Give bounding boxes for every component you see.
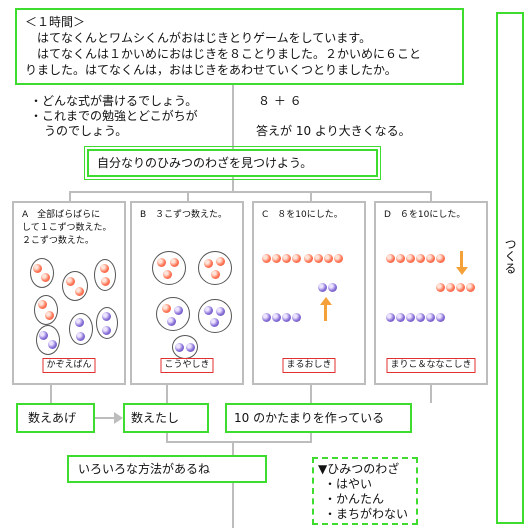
panel-a-group-3 (94, 259, 116, 291)
connector-c-down (310, 385, 312, 403)
panel-c-moved-chip-1 (318, 283, 327, 292)
panel-c-title: C ８を10にした。 (262, 209, 343, 222)
panel-b-label: こうやしき (160, 358, 214, 373)
secret-item-1: ・はやい (324, 477, 373, 491)
panel-a-label: かぞえばん (42, 358, 96, 373)
question-1: ・どんな式が書けるでしょう。 (30, 94, 198, 108)
panel-b-group-2 (198, 251, 232, 285)
secret-box: ▼ひみつのわざ ・はやい ・かんたん ・まちがわない (312, 457, 418, 525)
connector-panel-b-drop (187, 191, 189, 201)
secret-item-3: ・まちがわない (324, 507, 409, 521)
panel-a-group-7 (96, 307, 118, 339)
panel-a-group-2 (62, 271, 88, 301)
panel-a-title-line-2: して１こずつ数えた。 (22, 223, 112, 233)
panel-c-label: まるおしき (282, 358, 336, 373)
panel-b-group-1 (152, 251, 186, 285)
panel-b: B ３こずつ数えた。 こうやしき (130, 201, 244, 385)
panel-d-title: D ６を10にした。 (384, 209, 465, 222)
panel-b-group-4 (198, 299, 232, 333)
connector-a-down (50, 385, 52, 403)
panel-d-down-arrow-head (456, 267, 468, 275)
connector-r-join (166, 441, 312, 443)
connector-r2-stem (166, 433, 168, 443)
connector-panel-d-drop (430, 191, 432, 201)
summary-box: いろいろな方法があるね (67, 455, 267, 483)
connector-d-down (430, 385, 432, 403)
result-box-ten-block: 10 のかたまりを作っている (225, 403, 412, 433)
connector-r1-r2 (95, 417, 117, 419)
panel-a-group-4 (34, 295, 58, 325)
side-stage-box: つくる (496, 12, 524, 524)
result-counting-on-text: 数えたし (131, 411, 180, 425)
panel-c-moved-chip-2 (328, 283, 337, 292)
goal-text: 自分なりのひみつのわざを見つけよう。 (97, 156, 313, 170)
panel-a: A 全部ばらばらに して１こずつ数えた。 ２こずつ数えた。 かぞえばん (12, 201, 126, 385)
panel-a-title-line-1: A 全部ばらばらに (22, 210, 101, 220)
result-ten-block-text: 10 のかたまりを作っている (234, 411, 385, 425)
connector-panel-a-drop (69, 191, 71, 201)
connector-panels-horizontal (69, 191, 431, 193)
panel-c: C ８を10にした。 まるおしき (252, 201, 366, 385)
panel-a-group-6 (69, 313, 93, 345)
side-stage-label: つくる (503, 238, 517, 274)
summary-text: いろいろな方法があるね (78, 462, 211, 476)
question-2-answer: 答えが 10 より大きくなる。 (256, 124, 411, 138)
connector-r3-stem (310, 433, 312, 443)
panel-a-group-1 (30, 258, 54, 288)
panel-b-title: B ３こずつ数えた。 (140, 209, 227, 222)
connector-b-down (166, 385, 168, 403)
panel-c-title-line-1: C ８を10にした。 (262, 210, 343, 220)
goal-box: 自分なりのひみつのわざを見つけよう。 (84, 146, 381, 180)
secret-item-2: ・かんたん (324, 492, 385, 506)
result-counting-up-text: 数えあげ (28, 411, 77, 425)
connector-to-summary (232, 441, 234, 455)
problem-line-4: りました。はてなくんは，おはじきをあわせていくつとりましたか。 (25, 63, 397, 77)
connector-summary-down (232, 483, 234, 528)
panel-d-down-arrow-shaft (460, 251, 463, 267)
panel-c-up-arrow-shaft (324, 305, 327, 321)
panel-d-label: まりこ＆ななこしき (386, 358, 476, 373)
panel-d: D ６を10にした。 まりこ＆ななこしき (374, 201, 488, 385)
panel-d-title-line-1: D ６を10にした。 (384, 210, 466, 220)
secret-title: ▼ひみつのわざ (318, 462, 400, 476)
panel-a-title: A 全部ばらばらに して１こずつ数えた。 ２こずつ数えた。 (22, 209, 112, 248)
question-2-line-2: うのでしょう。 (44, 124, 128, 138)
problem-box: ＜１時間＞ はてなくんとワムシくんがおはじきとりゲームをしています。 はてなくん… (15, 8, 464, 85)
problem-line-1: ＜１時間＞ (25, 15, 86, 29)
question-2-line-1: ・これまでの勉強とどこがちが (30, 109, 198, 123)
panel-c-up-arrow-head (320, 297, 332, 305)
result-box-counting-on: 数えたし (123, 403, 209, 433)
connector-main-vertical (232, 85, 234, 193)
arrow-to-r2 (114, 412, 123, 424)
panel-a-group-5 (36, 325, 60, 355)
panel-a-title-line-3: ２こずつ数えた。 (22, 236, 94, 246)
panel-b-group-3 (156, 297, 190, 331)
problem-line-2: はてなくんとワムシくんがおはじきとりゲームをしています。 (37, 31, 372, 45)
panel-b-title-line-1: B ３こずつ数えた。 (140, 210, 227, 220)
question-1-answer: ８ ＋ ６ (258, 94, 302, 108)
panel-b-group-5 (172, 335, 198, 359)
connector-panel-c-drop (310, 191, 312, 201)
result-box-counting-up: 数えあげ (16, 403, 95, 433)
problem-line-3: はてなくんは１かいめにおはじきを８ことりました。２かいめに６こと (37, 47, 422, 61)
